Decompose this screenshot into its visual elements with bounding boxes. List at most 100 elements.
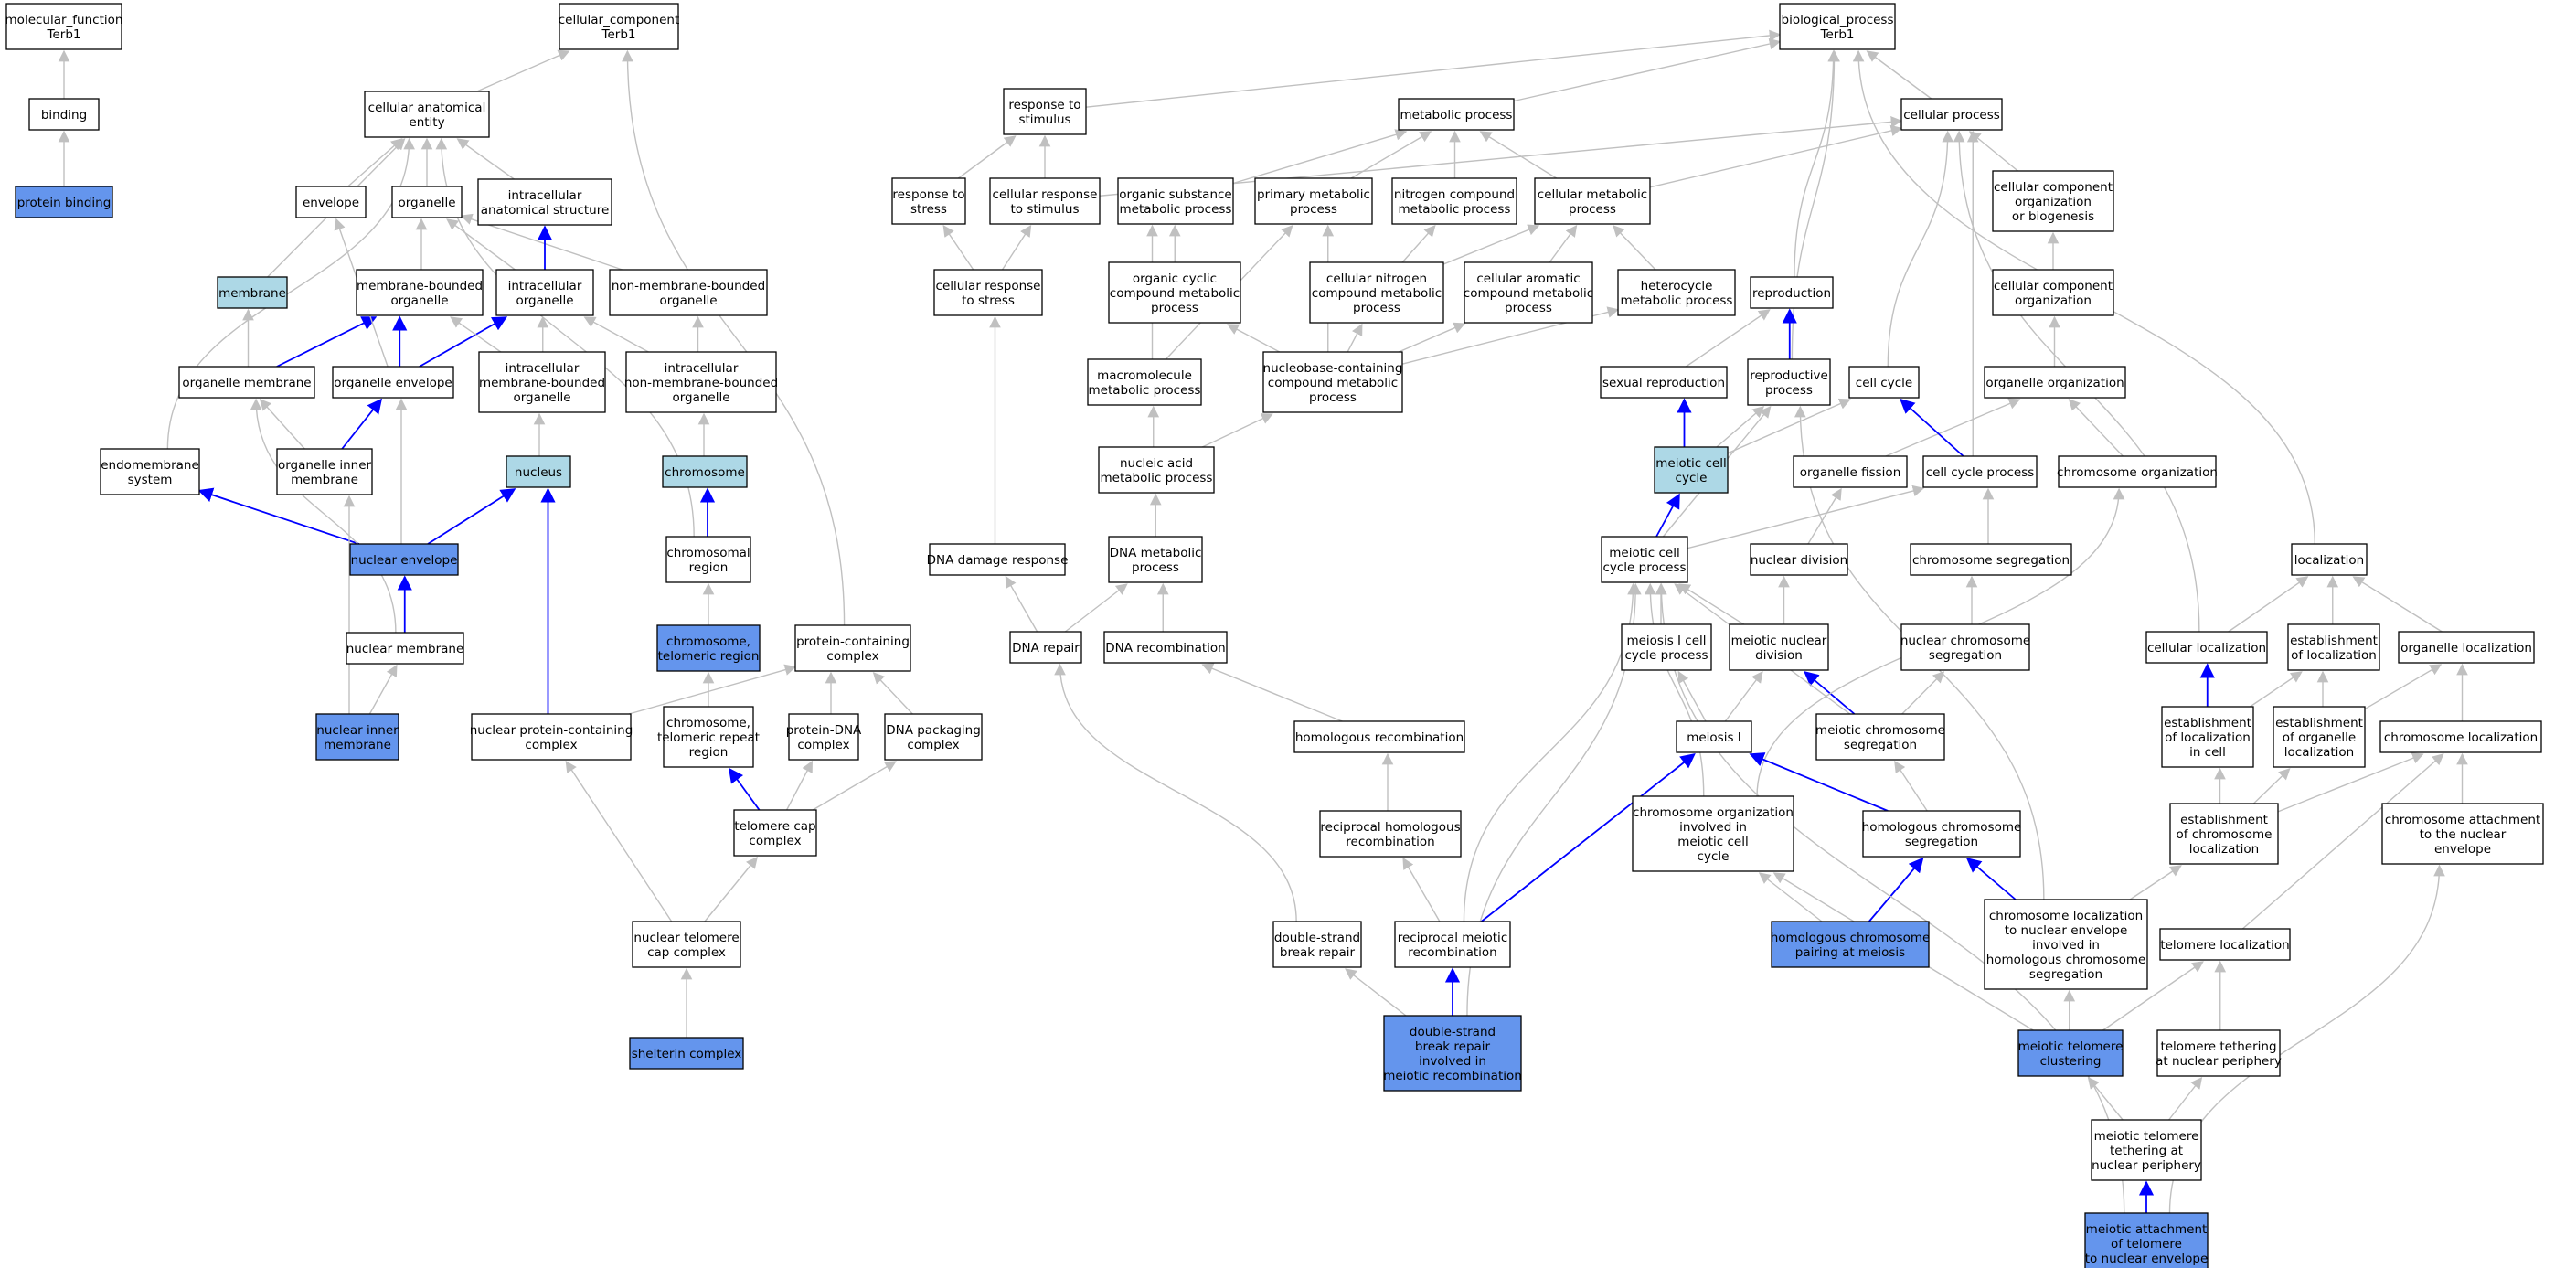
- go-term-node-membrane[interactable]: membrane: [217, 276, 288, 309]
- go-term-node-binding[interactable]: binding: [28, 98, 100, 131]
- go-term-node-envelope[interactable]: envelope: [295, 186, 367, 218]
- go-term-node-oe[interactable]: organelle envelope: [332, 366, 454, 399]
- go-term-node-meiosis1[interactable]: meiosis I: [1676, 720, 1752, 753]
- go-term-node-cellproc[interactable]: cellular process: [1900, 98, 2003, 131]
- node-box: [28, 98, 100, 131]
- go-term-node-ctr[interactable]: chromosome,telomeric region: [656, 624, 761, 672]
- go-term-node-ne[interactable]: nuclear envelope: [349, 543, 459, 576]
- go-term-node-loc[interactable]: localization: [2291, 543, 2368, 576]
- go-term-node-nucleus[interactable]: nucleus: [506, 455, 571, 488]
- go-term-node-orgfis[interactable]: organelle fission: [1793, 455, 1908, 488]
- go-term-node-dnarepair[interactable]: DNA repair: [1009, 631, 1082, 664]
- go-term-node-sexrepro[interactable]: sexual reproduction: [1600, 366, 1728, 399]
- node-box: [1992, 269, 2114, 316]
- go-term-node-nucdiv[interactable]: nuclear division: [1750, 543, 1848, 576]
- go-term-node-cellcycle[interactable]: cell cycle: [1848, 366, 1920, 399]
- go-term-node-protbind[interactable]: protein binding: [15, 186, 113, 218]
- go-term-node-orgorg[interactable]: organelle organization: [1984, 366, 2126, 399]
- go-term-node-ccp[interactable]: cell cycle process: [1922, 455, 2038, 488]
- go-term-node-homrecomb[interactable]: homologous recombination: [1293, 720, 1465, 753]
- go-term-node-chromseg[interactable]: chromosome segregation: [1910, 543, 2072, 576]
- go-term-node-ddr[interactable]: DNA damage response: [927, 543, 1069, 576]
- go-term-node-chromloc[interactable]: chromosome localization: [2379, 720, 2542, 753]
- go-term-node-om[interactable]: organelle membrane: [178, 366, 315, 399]
- go-term-node-orgloc[interactable]: organelle localization: [2398, 631, 2535, 664]
- go-term-node-organelle[interactable]: organelle: [391, 186, 463, 218]
- go-term-node-cellloc[interactable]: cellular localization: [2145, 631, 2268, 664]
- go-term-node-shelterin[interactable]: shelterin complex: [629, 1037, 744, 1070]
- go-term-node-dnarecomb[interactable]: DNA recombination: [1103, 631, 1228, 664]
- go-term-node-nm[interactable]: nuclear membrane: [346, 632, 464, 665]
- go-term-node-chromorg[interactable]: chromosome organization: [2057, 455, 2218, 488]
- go-term-node-metab[interactable]: metabolic process: [1398, 98, 1515, 131]
- go-term-node-repro[interactable]: reproduction: [1750, 276, 1834, 309]
- go-term-node-chromosome[interactable]: chromosome: [662, 455, 748, 488]
- go-term-node-telloc[interactable]: telomere localization: [2159, 928, 2291, 961]
